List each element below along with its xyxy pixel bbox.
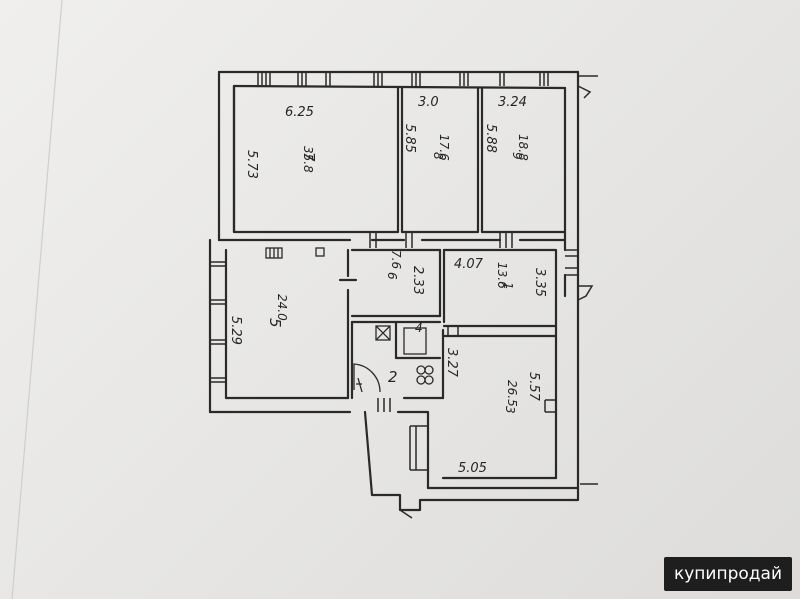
room-5-number: 5: [266, 318, 284, 328]
right-windows: [544, 249, 594, 413]
room-7-number: 7: [300, 152, 318, 162]
room-6-length: 2.33: [410, 266, 425, 295]
room-9-number: 9: [510, 152, 524, 160]
door-swing: [353, 363, 381, 393]
room-labels: 6.25 5.73 7 35.8 3.0 5.85 8 17.6 3.24 5.…: [228, 95, 547, 476]
room-7-length: 5.73: [244, 150, 259, 179]
room-9-length: 5.88: [483, 124, 498, 153]
room-3-number: 3: [503, 406, 517, 414]
room-7-width: 6.25: [285, 105, 314, 120]
room-2-number: 2: [388, 368, 398, 386]
room-6-area: 7.6: [389, 250, 403, 269]
left-windows: [210, 261, 226, 383]
room-8-area: 17.6: [437, 134, 451, 161]
interior-walls: [217, 84, 567, 400]
room-4-number: 4: [415, 321, 423, 335]
room-3-extra: 3.27: [444, 348, 459, 378]
room-8-length: 5.85: [402, 124, 417, 153]
room-3-area: 26.5: [505, 380, 519, 407]
room-8-number: 8: [431, 152, 445, 160]
room-9-area: 18.8: [516, 134, 530, 161]
room-1-area: 13.6: [495, 262, 509, 289]
room-1-length: 3.35: [532, 268, 547, 297]
room-6-number: 6: [385, 272, 399, 280]
fixtures: [265, 247, 434, 471]
top-windows: [257, 72, 598, 99]
toilet-icon: [416, 365, 426, 375]
room-3-length: 5.57: [526, 372, 541, 402]
room-1-width: 4.07: [454, 257, 484, 272]
room-7-area: 35.8: [301, 146, 315, 173]
room-5-area: 24.0: [275, 294, 289, 321]
room-1-number: 1: [501, 282, 515, 290]
vent-icon: [375, 325, 391, 341]
bathtub-icon: [403, 327, 427, 355]
sink-icon: [315, 247, 325, 257]
paper-edge-line: [11, 0, 63, 599]
room-3-width: 5.05: [458, 461, 487, 476]
room-5-length: 5.29: [228, 316, 243, 345]
watermark-badge: купипродай: [663, 557, 792, 591]
outer-walls: [208, 70, 598, 519]
room-8-width: 3.0: [418, 95, 439, 110]
room-9-width: 3.24: [498, 95, 527, 110]
